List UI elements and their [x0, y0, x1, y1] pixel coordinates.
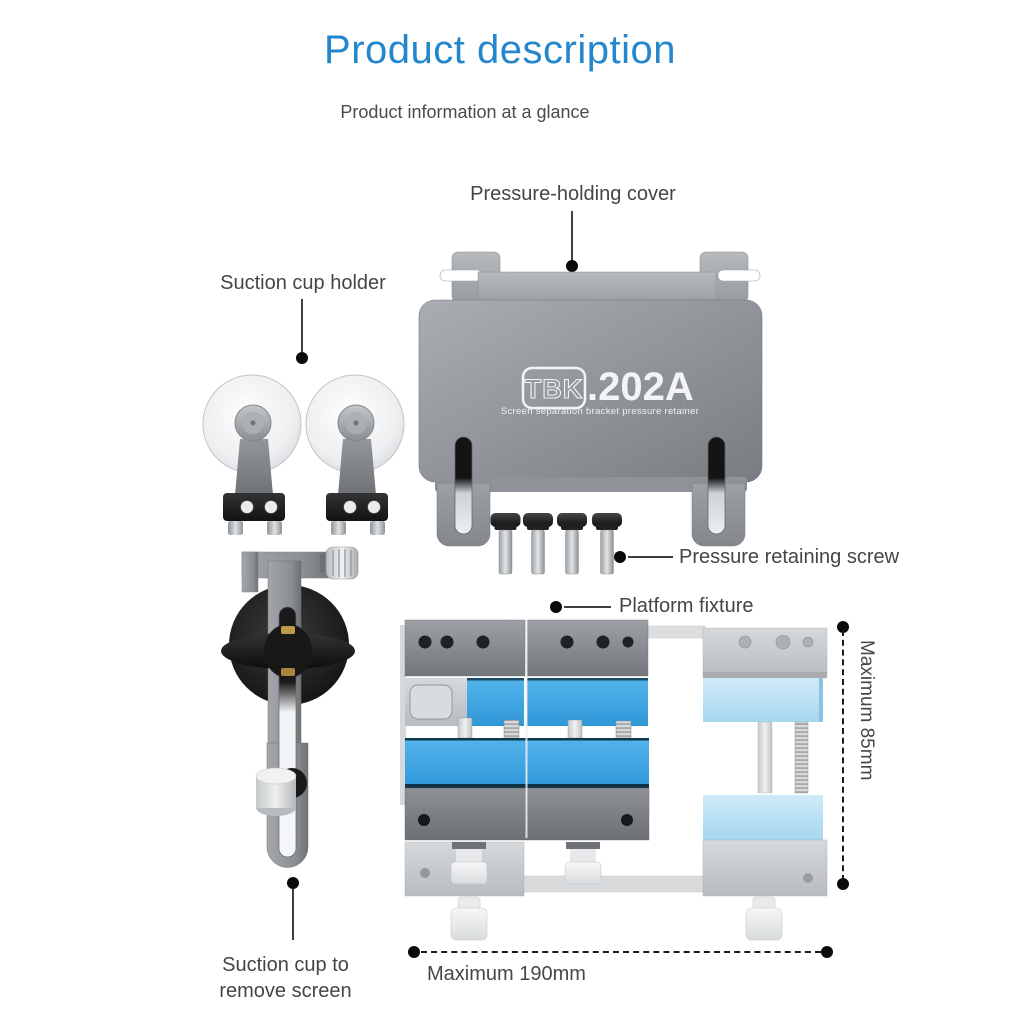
- leader-line-remove: [292, 889, 294, 940]
- label-maximum-190mm: Maximum 190mm: [427, 963, 586, 985]
- slide-cylinder-knob: [255, 767, 297, 816]
- knob-connector: [320, 554, 330, 573]
- platform-fixture-illustration: [400, 619, 828, 941]
- cross-handle-hub: [264, 624, 312, 678]
- leader-dot-cover: [566, 260, 578, 272]
- cover-logo: TBK .202A Screen separation bracket pres…: [501, 365, 699, 417]
- side-jaw-hole: [775, 634, 791, 650]
- pressure-retaining-screws-illustration: [490, 512, 623, 575]
- top-pad-right: [527, 678, 648, 726]
- suction-cup-1: [202, 374, 302, 536]
- side-jaw-hole: [802, 636, 814, 648]
- leader-line-holder: [301, 299, 303, 354]
- side-pad-top: [703, 678, 823, 722]
- front-clamp-assembly: [400, 619, 706, 941]
- brass-accent-top: [281, 626, 295, 634]
- screw-3: [556, 512, 588, 575]
- side-jaw-hole: [738, 635, 752, 649]
- side-pad-edge: [819, 678, 823, 722]
- gap-post-threaded: [503, 719, 520, 739]
- cover-right-slot: [707, 436, 726, 535]
- dim-line-horizontal: [421, 951, 821, 953]
- adjust-knob: [450, 842, 488, 885]
- leader-dot-remove: [287, 877, 299, 889]
- side-top-jaw: [702, 627, 828, 679]
- cover-plate-body: [418, 251, 763, 547]
- dim-dot-left: [408, 946, 420, 958]
- gap-post: [567, 719, 583, 739]
- page-subtitle: Product information at a glance: [340, 102, 590, 122]
- label-platform-fixture: Platform fixture: [619, 595, 754, 617]
- cover-bottom-lip: [435, 477, 747, 492]
- tagline-text: Screen separation bracket pressure retai…: [501, 406, 699, 417]
- brass-accent-bottom: [281, 668, 295, 676]
- top-connecting-rail: [647, 625, 706, 639]
- corner-pocket: [409, 684, 453, 720]
- screw-1: [490, 512, 521, 575]
- pressure-holding-cover-illustration: TBK .202A Screen separation bracket pres…: [418, 251, 763, 547]
- model-text: .202A: [587, 365, 694, 409]
- side-top-jaw-edge: [703, 672, 827, 678]
- screw-2: [522, 512, 554, 575]
- label-suction-cup-holder: Suction cup holder: [220, 272, 386, 294]
- page-title: Product description: [324, 28, 676, 72]
- suction-cup-holders-illustration: [202, 374, 405, 536]
- leader-line-cover: [571, 211, 573, 262]
- cylinder-top: [255, 767, 297, 785]
- dim-line-vertical: [842, 630, 844, 881]
- jaw-screw-holes: [418, 635, 634, 649]
- suction-cup-2: [305, 374, 405, 536]
- brand-logo-box: [521, 366, 587, 410]
- brand-logo-text: TBK: [525, 374, 584, 404]
- dim-dot-top: [837, 621, 849, 633]
- jaw-hole: [621, 814, 633, 826]
- foot-knob: [450, 896, 488, 941]
- gap-post: [457, 717, 473, 739]
- guide-rod: [757, 721, 773, 794]
- side-base: [702, 839, 828, 897]
- screw-4: [591, 512, 623, 575]
- lead-screw-rod: [794, 721, 809, 794]
- top-pad-left: [467, 678, 524, 726]
- side-fixture: [702, 627, 828, 941]
- leader-dot-screw: [614, 551, 626, 563]
- label-pressure-retaining-screw: Pressure retaining screw: [679, 546, 900, 568]
- cover-left-slot: [454, 436, 473, 535]
- label-maximum-85mm: Maximum 85mm: [856, 640, 877, 781]
- label-suction-cup-remove: Suction cup to remove screen: [183, 952, 388, 1004]
- dim-dot-right: [821, 946, 833, 958]
- leader-dot-platform: [550, 601, 562, 613]
- knurled-knob: [325, 546, 359, 580]
- cover-left-hook-notch: [439, 269, 483, 282]
- leader-line-screw: [628, 556, 673, 558]
- leader-line-platform: [564, 606, 611, 608]
- pad-edge: [467, 678, 524, 681]
- adjust-knob: [564, 842, 602, 885]
- foot-knob: [745, 896, 783, 941]
- knurl-lines: [332, 549, 352, 577]
- cover-right-hook-notch: [717, 269, 761, 282]
- label-suction-cup-remove-line1: Suction cup to: [222, 954, 349, 976]
- top-jaw-right: [526, 619, 649, 677]
- screen-removal-suction-tool-illustration: [221, 546, 359, 868]
- label-pressure-holding-cover: Pressure-holding cover: [470, 183, 676, 205]
- side-base-hole: [803, 873, 813, 883]
- fixture-split-line: [525, 620, 528, 838]
- dim-dot-bottom: [837, 878, 849, 890]
- tool-top-bracket-tab: [241, 551, 259, 593]
- bottom-connecting-rail: [523, 875, 705, 893]
- jaw-hole: [418, 814, 430, 826]
- label-suction-cup-remove-line2: remove screen: [219, 980, 352, 1002]
- leader-dot-holder: [296, 352, 308, 364]
- gap-post-threaded: [615, 720, 632, 739]
- side-pad-bottom: [703, 795, 823, 840]
- pad-edge: [527, 678, 648, 681]
- left-edge-rail: [400, 625, 406, 805]
- base-hole: [420, 868, 430, 878]
